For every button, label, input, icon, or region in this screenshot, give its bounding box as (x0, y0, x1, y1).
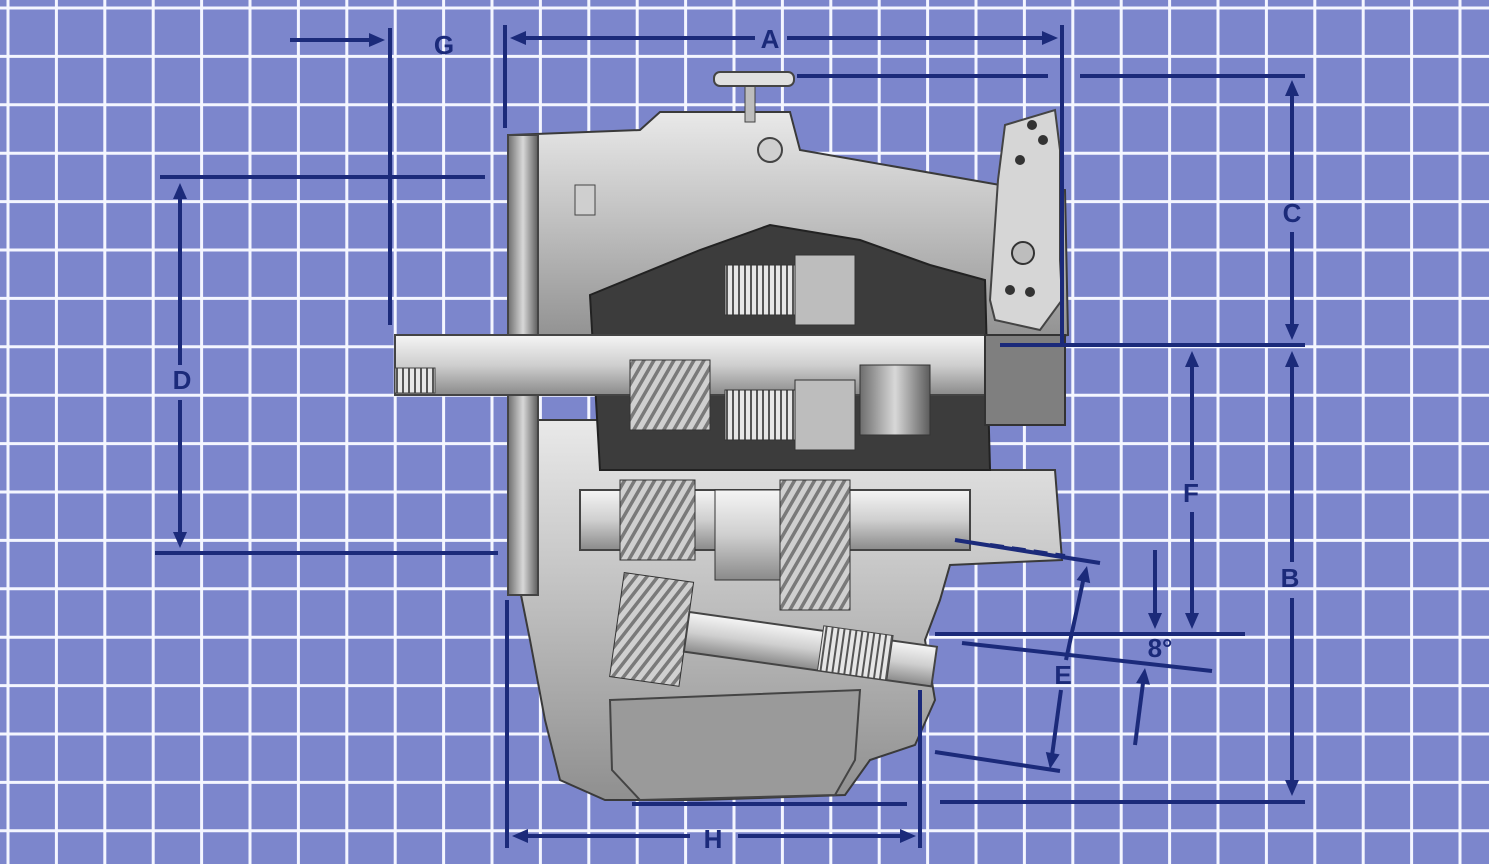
lever-nut (1011, 241, 1035, 265)
dimension-label-e: E (1054, 660, 1071, 690)
dimension-label-b: B (1281, 563, 1300, 593)
valve-knob (713, 71, 795, 87)
lower-output-shaft (609, 572, 939, 688)
lever-hole (1005, 285, 1015, 295)
dim-f-small-arrowhead (1148, 613, 1162, 629)
valve-body (757, 137, 783, 163)
dim-e-bottom-extension (934, 750, 1061, 773)
dim-e-line-lower (1049, 689, 1063, 764)
input-shaft-splines (394, 367, 436, 394)
lever-hole (1015, 155, 1025, 165)
shift-lever-plate (988, 108, 1064, 332)
valve-stem (744, 81, 756, 123)
helical-gear (619, 479, 696, 561)
dim-c-arrow-top (1285, 80, 1299, 96)
clutch-pack-lower (724, 389, 796, 441)
dim-d-arrow-bottom (173, 532, 187, 548)
lever-hole (1025, 287, 1035, 297)
dim-a-arrow-left (510, 31, 526, 45)
dimension-arrowheads (173, 31, 1299, 843)
drop-gear (609, 572, 695, 687)
dim-d-arrow-top (173, 183, 187, 199)
helical-gear (779, 479, 851, 611)
clutch-drum (794, 379, 856, 451)
dim-e-arrow-bottom (1045, 752, 1060, 769)
dim-e-top-extension (954, 538, 1101, 565)
lever-hole (1027, 120, 1037, 130)
dim-c-arrow-bottom (1285, 324, 1299, 340)
dim-h-arrow-left (512, 829, 528, 843)
dim-b-arrow-bottom (1285, 780, 1299, 796)
dimension-label-f: F (1183, 478, 1199, 508)
dimension-label-c: C (1283, 198, 1302, 228)
angle-label: 8° (1148, 633, 1173, 663)
dimension-label-a: A (761, 24, 780, 54)
dim-f-arrow-bottom (1185, 613, 1199, 629)
dimension-label-h: H (704, 824, 723, 854)
lever-hole (1038, 135, 1048, 145)
oil-pan (608, 688, 862, 802)
gear-hub (714, 489, 781, 581)
housing-bolt (574, 184, 596, 216)
transmission-cutaway (394, 71, 1070, 802)
dim-b-arrow-top (1285, 351, 1299, 367)
output-flange (984, 334, 1066, 426)
output-shaft-splines (816, 625, 894, 681)
dim-angle-arrow-shaft (1133, 682, 1145, 746)
clutch-drum (794, 254, 856, 326)
dim-angle-line (961, 641, 1213, 673)
dim-h-arrow-right (900, 829, 916, 843)
dimension-lines (155, 25, 1305, 848)
clutch-pack-upper (724, 264, 796, 316)
dim-e-line-upper (1064, 571, 1087, 661)
output-coupling (859, 364, 931, 436)
dim-f-arrow-top (1185, 351, 1199, 367)
dimension-label-g: G (434, 30, 454, 60)
dim-g-arrow (369, 33, 385, 47)
dim-angle-arrowhead (1136, 668, 1150, 685)
dim-e-arrow-top (1076, 566, 1091, 584)
dim-a-arrow-right (1042, 31, 1058, 45)
helical-gear (629, 359, 711, 431)
dimension-label-d: D (173, 365, 192, 395)
dim-e-dashed-centerline (989, 543, 1066, 558)
